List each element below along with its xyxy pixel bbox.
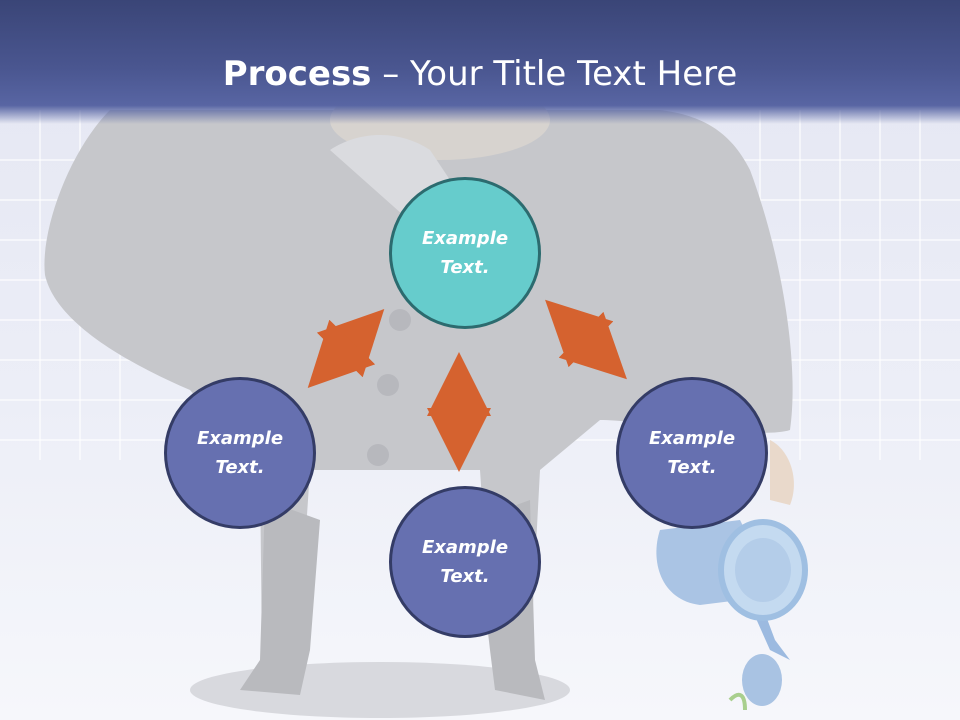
node-label: Example Text. <box>196 428 284 478</box>
title-rest-part: – Your Title Text Here <box>371 54 738 94</box>
process-node-top: Example Text. <box>389 177 541 329</box>
title-bar <box>0 0 960 124</box>
process-node-right: Example Text. <box>616 377 768 529</box>
process-node-left: Example Text. <box>164 377 316 529</box>
title-bold-part: Process <box>222 54 372 94</box>
watering-can-illustration <box>656 519 808 711</box>
node-label: Example Text. <box>421 228 509 278</box>
process-node-bottom: Example Text. <box>389 486 541 638</box>
slide-title: Process – Your Title Text Here <box>0 52 960 96</box>
node-label: Example Text. <box>648 428 736 478</box>
node-label: Example Text. <box>421 537 509 587</box>
